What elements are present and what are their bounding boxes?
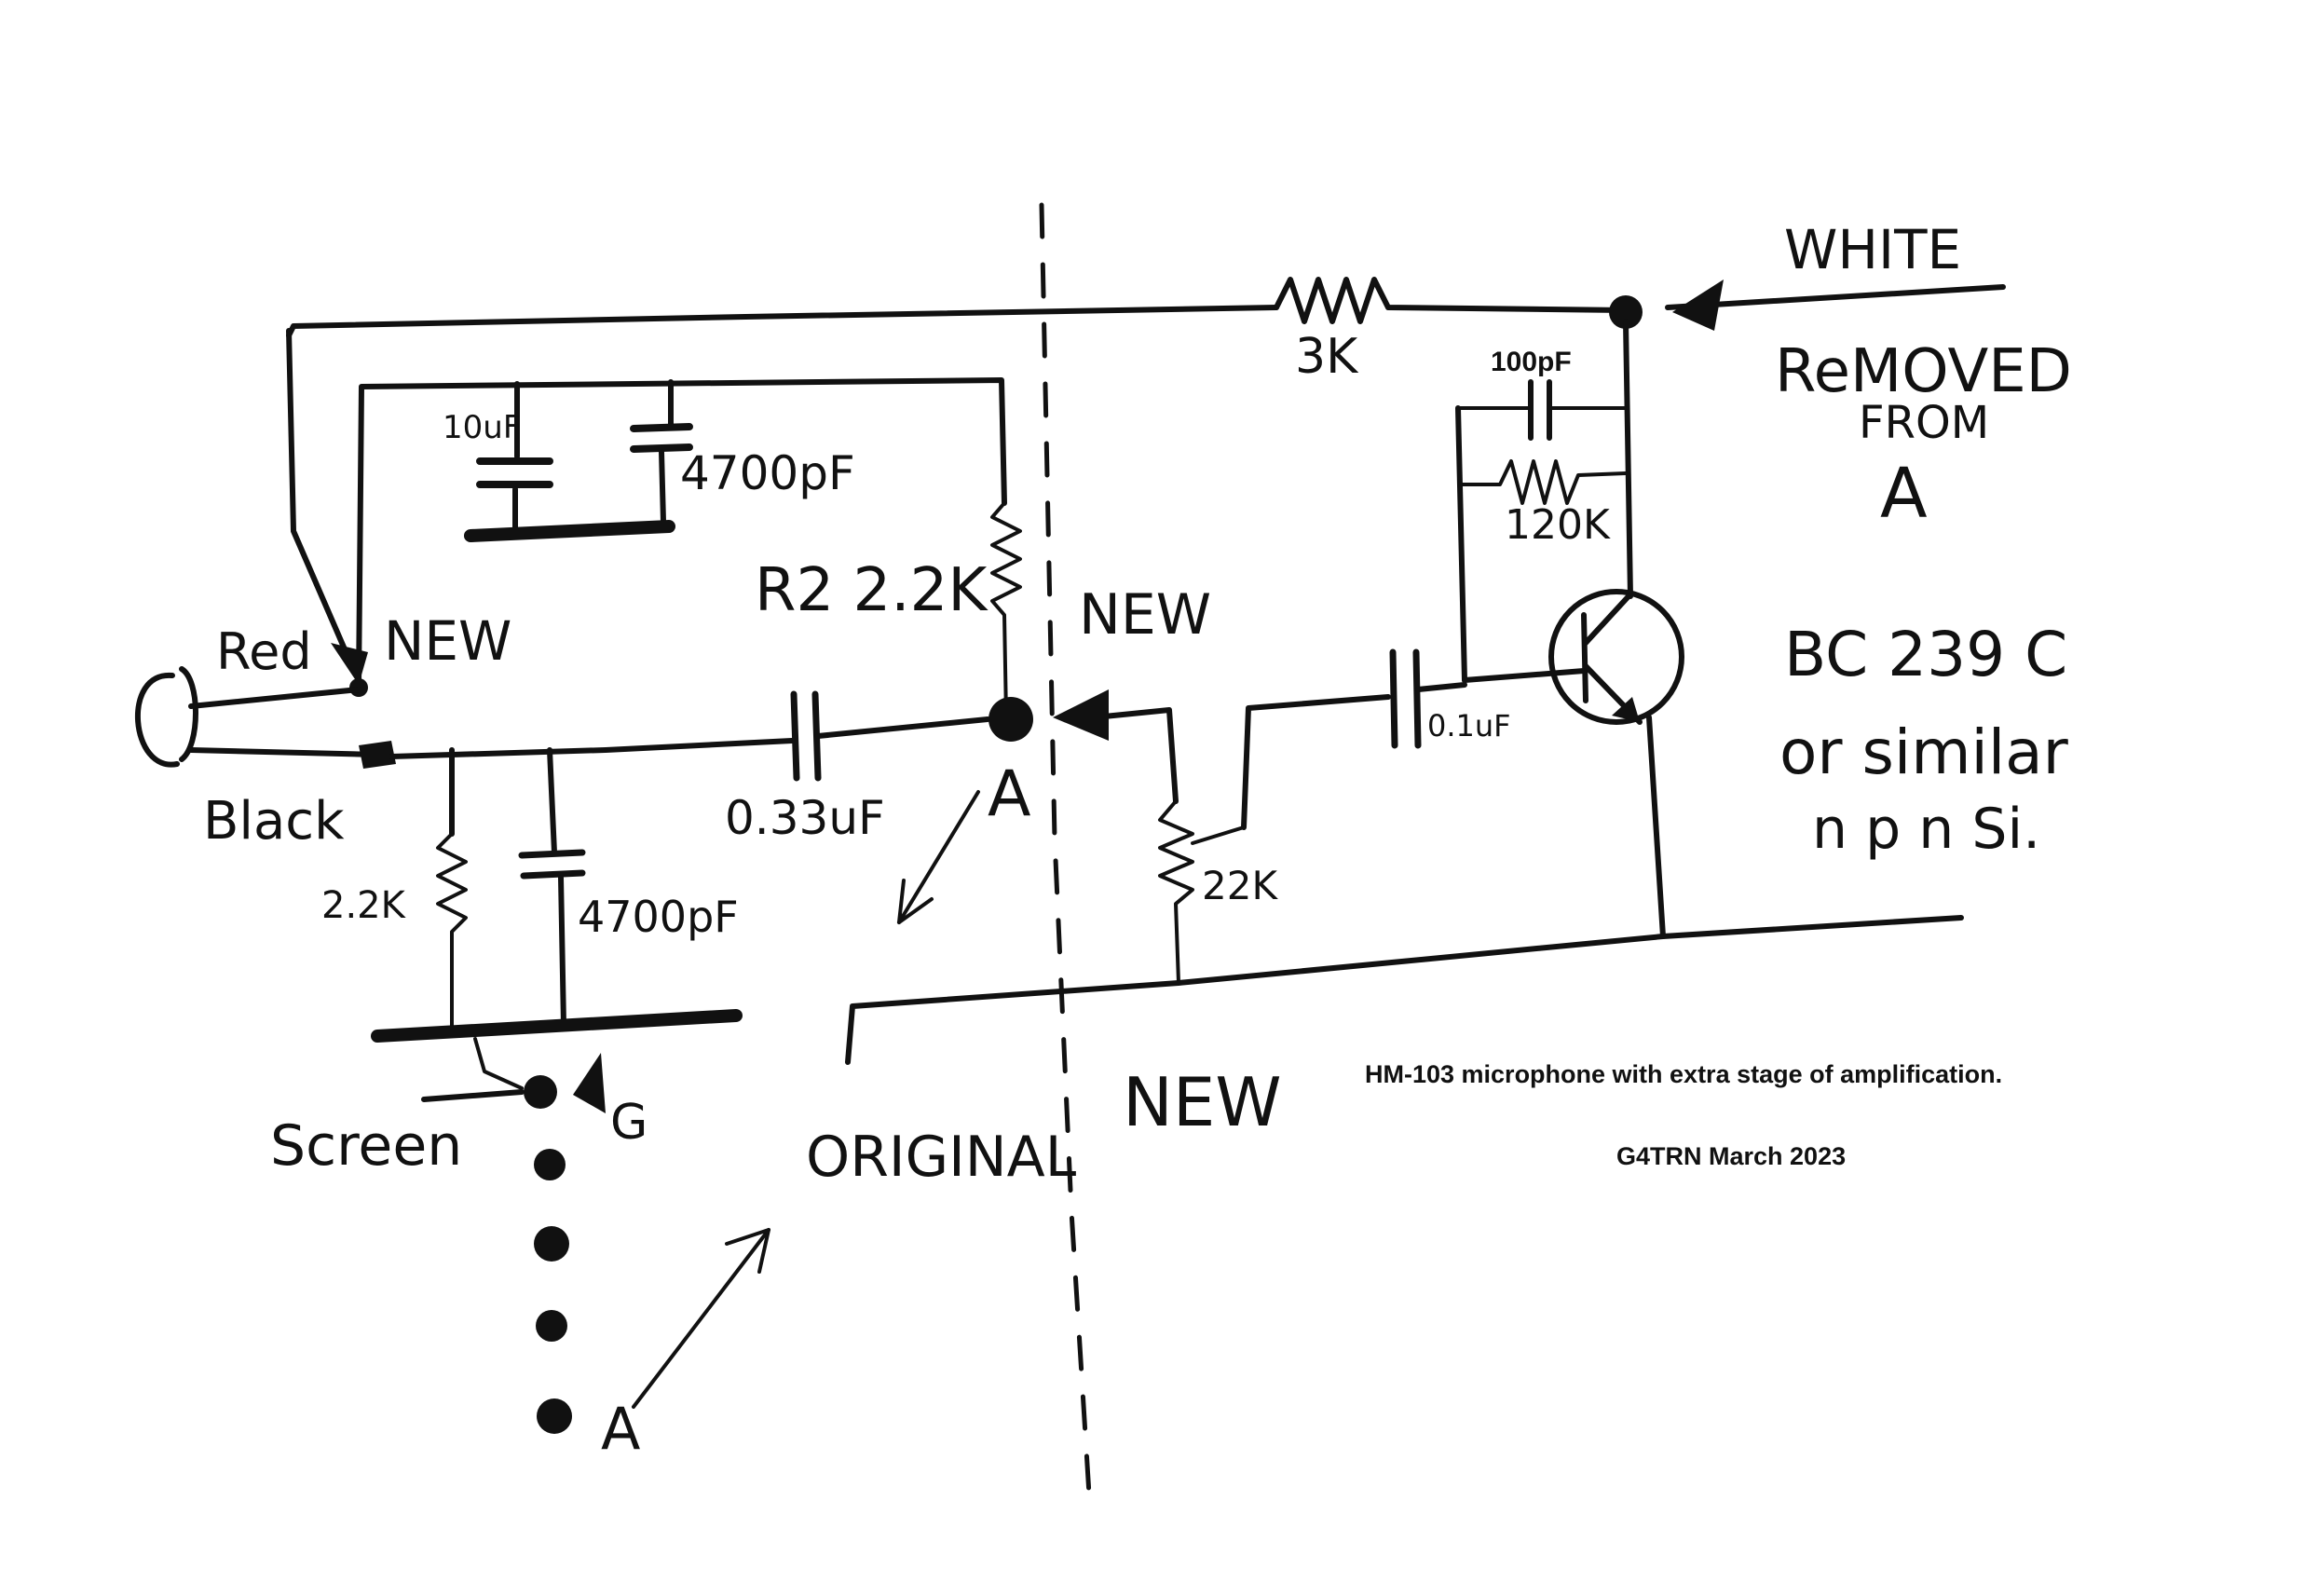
label-from: FROM [1859,397,1989,449]
base-wire [1462,668,1587,683]
ground-rail [845,915,1964,1065]
label-node-a: A [988,757,1031,831]
signal-line-right [815,716,990,739]
inner-top-wire [356,377,1007,688]
label-120k: 120K [1505,501,1611,549]
capacitor-4700pf-bottom [518,849,586,880]
junction-white [1609,295,1643,329]
red-arrowhead [331,643,368,685]
feedback-left-wire [1455,405,1467,683]
pin-3 [534,1226,569,1262]
label-4700pf-top: 4700pF [680,446,855,500]
pin-g [524,1075,557,1109]
pot-top-wire [1092,707,1179,804]
new-input-arrow [1053,689,1109,741]
ground-plate-bottom [371,1009,743,1043]
arrow-from-node-a-head [897,879,934,924]
resistor-r2 [990,501,1022,719]
capacitor-0.33uf [790,690,822,782]
pin-2 [534,1149,566,1180]
coupling-wire-right [1415,682,1467,692]
transistor-collector [1583,593,1631,646]
pin-a [537,1398,572,1434]
emitter-arrow [1612,697,1640,722]
label-pin-a: A [601,1395,640,1463]
label-2.2k: 2.2K [321,884,407,927]
top-wire [286,305,1279,338]
transistor-body [1548,589,1684,725]
arrow-from-node-a [897,790,980,924]
capacitor-4700pf-top [630,423,693,453]
label-white: WHITE [1784,218,1961,281]
emitter-wire [1646,715,1666,939]
label-removed-node: A [1880,454,1928,534]
divider-line [1039,202,1093,1512]
arrow-to-pin-a [632,1228,770,1409]
label-4700pf-bottom: 4700pF [578,892,739,942]
transistor-base-bar [1581,612,1588,703]
label-removed: ReMOVED [1775,337,2072,406]
resistor-2.2k [436,832,468,1031]
arrow-to-pin-a-head [725,1228,770,1274]
label-new-mid: NEW [1079,582,1211,648]
screen-lead [473,1037,524,1090]
node-a [988,697,1033,742]
label-r2: R2 2.2K [755,556,988,625]
label-screen: Screen [270,1113,462,1179]
label-new-left: NEW [384,609,511,673]
capacitor-100pf [1528,379,1552,441]
screen-arrow [421,1089,525,1102]
microphone-capsule [134,666,198,768]
label-or-similar: or similar [1779,716,2069,788]
label-black: Black [203,791,345,852]
label-npn: n p n Si. [1812,797,2040,862]
caption-text: HM-103 microphone with extra stage of am… [1365,1060,2002,1088]
label-red: Red [216,622,312,681]
cap-4700-top-lead-b [659,449,666,525]
pin-4 [536,1310,567,1342]
ground-plate-top [464,520,675,542]
white-arrowhead [1672,280,1724,331]
potentiometer-22k [1158,799,1194,985]
resistor-3k [1274,277,1629,324]
label-100pf: 100pF [1491,347,1572,377]
label-3k: 3K [1295,329,1359,385]
c4700b-lead-b [558,875,566,1028]
label-22k: 22K [1202,863,1278,908]
capacitor-0.1uf [1389,648,1422,749]
resistor-120k [1459,459,1628,505]
collector-wire [1623,319,1633,599]
pot-wiper [1191,825,1246,845]
black-junction [359,741,396,769]
label-original: ORIGINAL [806,1125,1077,1190]
label-transistor: BC 239 C [1784,619,2067,690]
white-input-wire [1665,284,2006,310]
c4700b-lead [547,747,557,855]
mic-red-wire [188,687,361,709]
capacitor-10uf [476,457,553,488]
label-0.33uf: 0.33uF [725,791,885,845]
label-10uf: 10uF [443,409,521,446]
red-lead [286,328,357,674]
signal-line-left [389,738,795,759]
coupling-wire-left [1241,694,1391,830]
label-0.1uf: 0.1uF [1427,708,1511,743]
credit-text: G4TRN March 2023 [1616,1142,1846,1170]
screen-arrowhead [573,1053,606,1113]
label-g: G [610,1095,648,1151]
mic-black-wire [188,747,380,757]
label-new-bottom: NEW [1123,1063,1282,1141]
